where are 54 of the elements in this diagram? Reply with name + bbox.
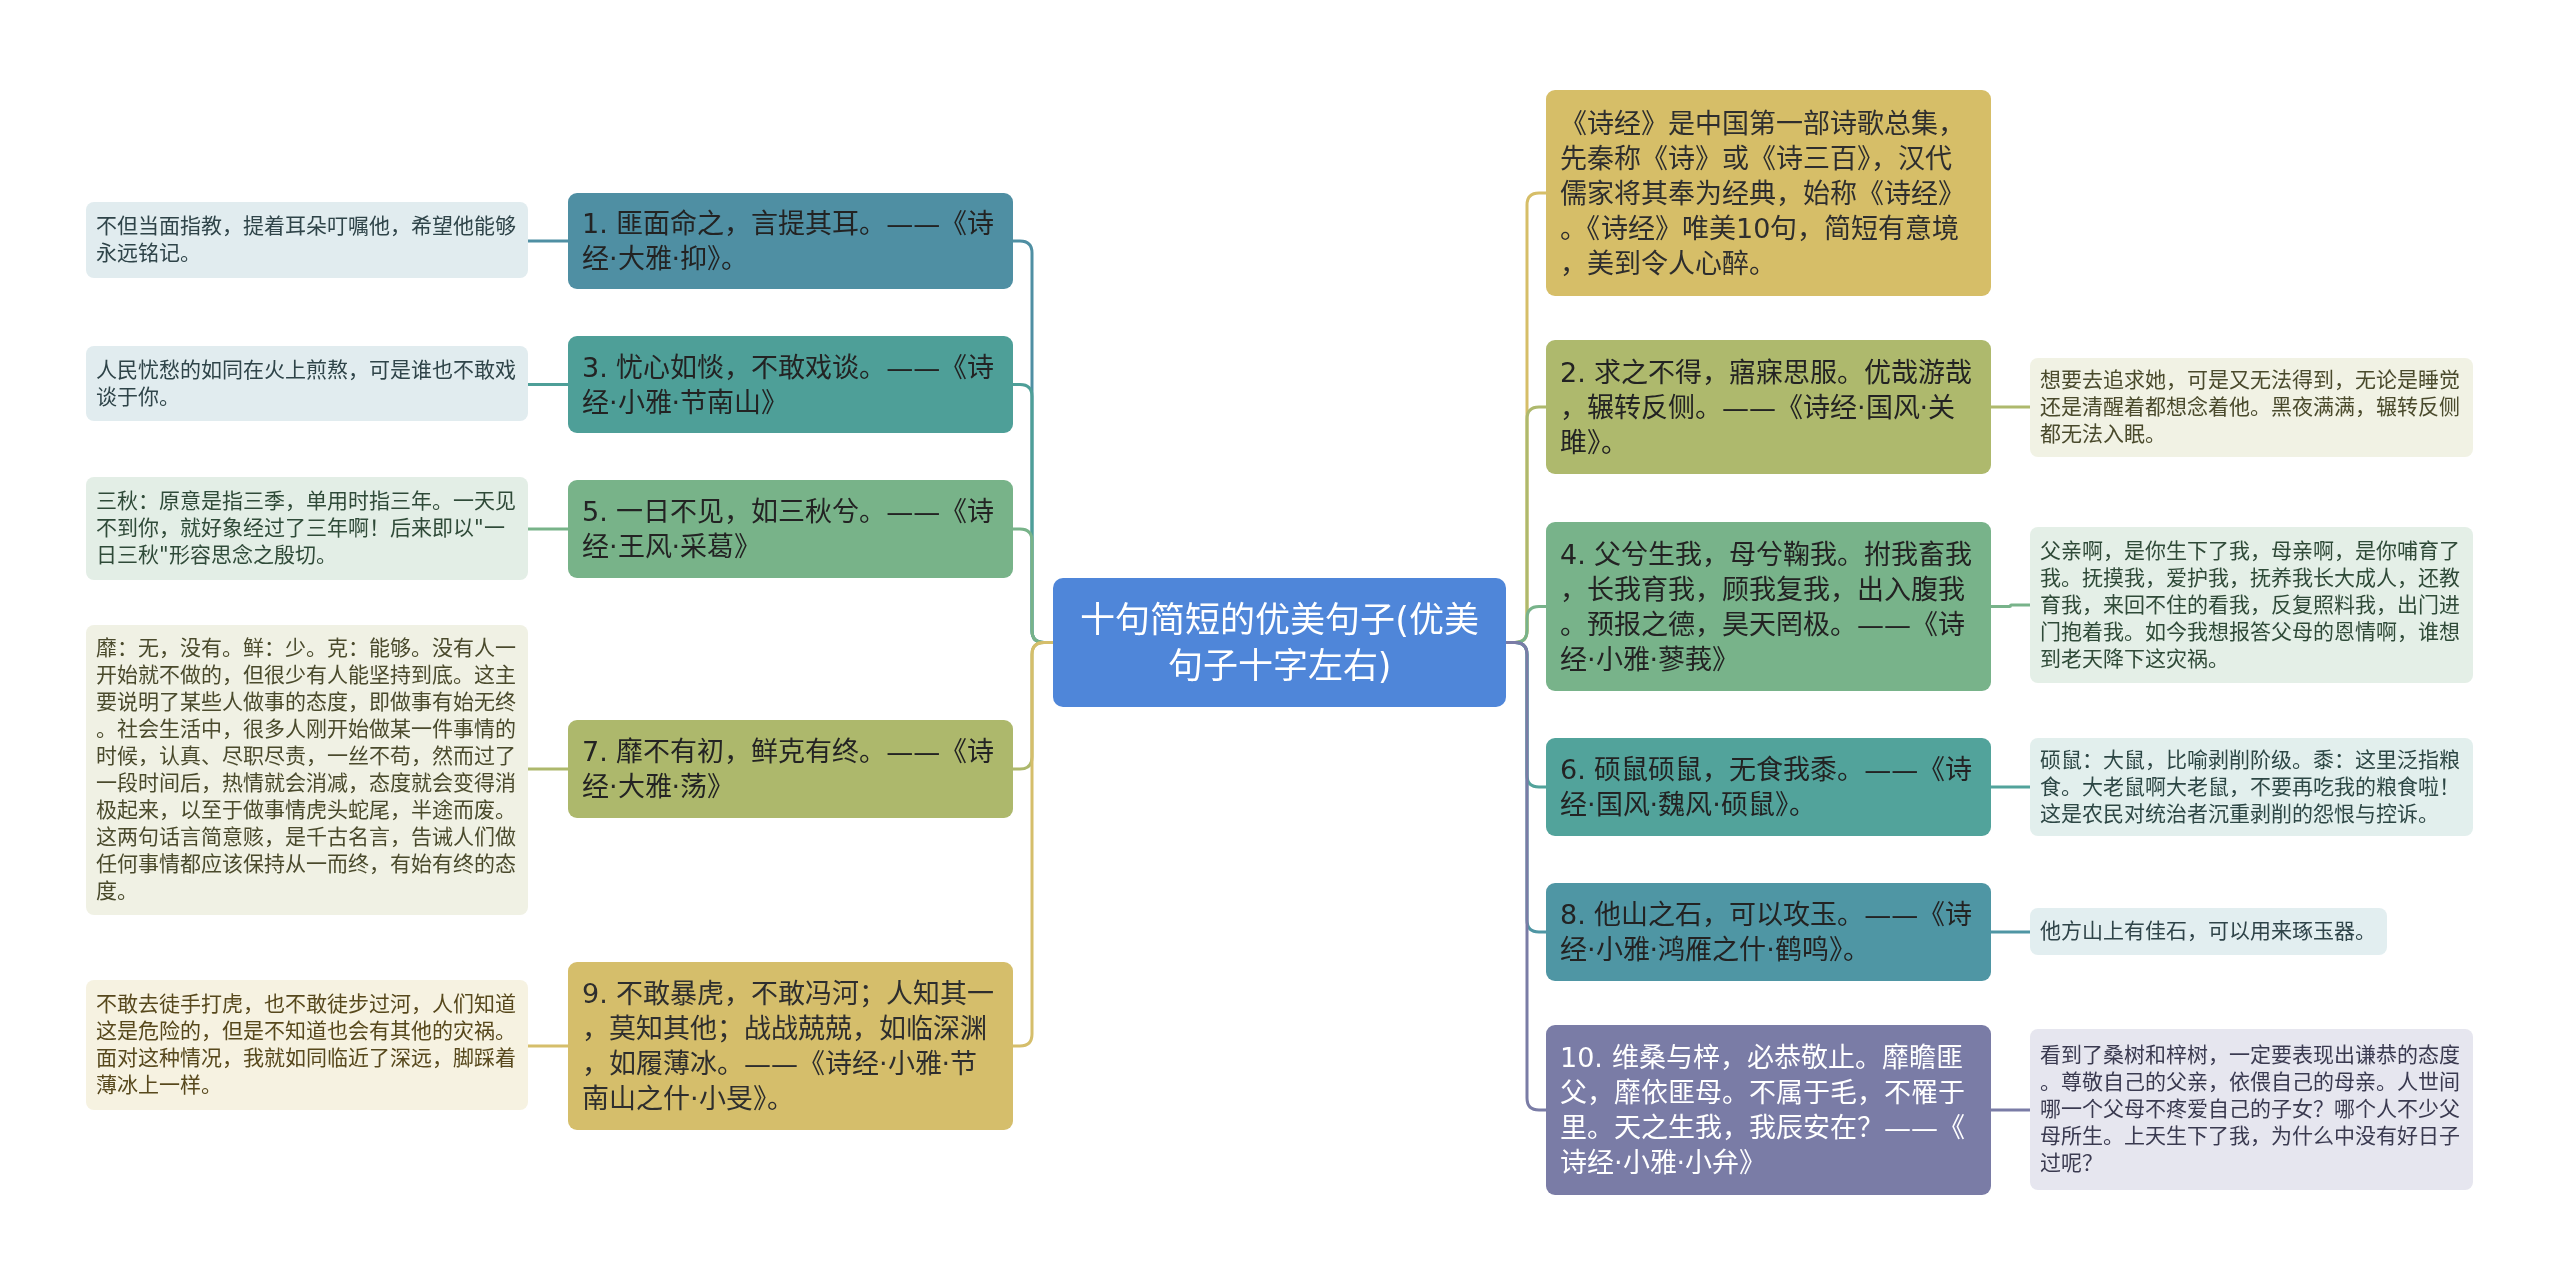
quote-text: 4. 父兮生我，母兮鞠我。拊我畜我，长我育我，顾我复我，出入腹我。预报之德，昊天罔极。——《诗经·小雅·蓼莪》 xyxy=(1560,537,1974,677)
quote-card xyxy=(568,720,1013,818)
topic-card xyxy=(1053,578,1506,707)
connector-line xyxy=(1991,603,2030,608)
connector-line xyxy=(528,383,568,386)
note-card xyxy=(86,346,528,421)
connector-line xyxy=(528,527,568,531)
note-text: 靡：无，没有。鲜：少。克：能够。没有人一开始就不做的，但很少有人能坚持到底。这主要说明了某些人做事的态度，即做事有始无终。社会生活中，很多人刚开始做某一件事情的时候，认真、尽职尽责，一丝不苟，然而过了一段时间后，热情就会消减，态度就会变得消极起来，以至于做事情虎头蛇尾，半途而废。这两句话言简意赅，是千古名言，告诫人们做任何事情都应该保持从一而终，有始有终的态度。 xyxy=(96,635,517,905)
quote-card xyxy=(1546,883,1991,981)
quote-card xyxy=(1546,738,1991,836)
connector-line xyxy=(528,1044,568,1048)
quote-card xyxy=(1546,1025,1991,1195)
quote-card xyxy=(568,193,1013,289)
note-text: 想要去追求她，可是又无法得到，无论是睡觉还是清醒着都想念着他。黑夜满满，辗转反侧都无法入眠。 xyxy=(2040,367,2461,448)
quote-text: 9. 不敢暴虎，不敢冯河；人知其一，莫知其他；战战兢兢，如临深渊，如履薄冰。——《诗经·小雅·节南山之什·小旻》。 xyxy=(582,977,996,1116)
connector-line xyxy=(528,239,568,243)
note-text: 人民忧愁的如同在火上煎熬，可是谁也不敢戏谈于你。 xyxy=(96,356,517,411)
note-card xyxy=(86,980,528,1110)
note-text: 看到了桑树和梓树，一定要表现出谦恭的态度。尊敬自己的父亲，依偎自己的母亲。人世间哪一个父母不疼爱自己的子女？哪个人不少父母所生。上天生下了我，为什么中没有好日子过呢？ xyxy=(2040,1042,2461,1177)
note-card xyxy=(2030,1029,2473,1190)
note-card xyxy=(86,477,528,580)
connector-line xyxy=(1506,641,1546,1112)
quote-card xyxy=(568,962,1013,1130)
note-card xyxy=(2030,908,2387,955)
connector-line xyxy=(1991,405,2030,409)
note-card xyxy=(2030,527,2473,683)
connector-line xyxy=(1991,930,2030,934)
quote-card xyxy=(1546,340,1991,474)
quote-text: 6. 硕鼠硕鼠，无食我黍。——《诗经·国风·魏风·硕鼠》。 xyxy=(1560,753,1974,822)
note-text: 父亲啊，是你生下了我，母亲啊，是你哺育了我。抚摸我，爱护我，抚养我长大成人，还教育我，来回不住的看我，反复照料我，出门进门抱着我。如今我想报答父母的恩情啊，谁想到老天降下这灾祸。 xyxy=(2040,537,2461,673)
connector-line xyxy=(1991,785,2030,789)
note-card xyxy=(86,202,528,278)
quote-text: 8. 他山之石，可以攻玉。——《诗经·小雅·鸿雁之什·鹤鸣》。 xyxy=(1560,898,1974,967)
topic-text: 十句简短的优美句子(优美句子十字左右) xyxy=(1079,598,1480,688)
note-text: 不敢去徒手打虎，也不敢徒步过河，人们知道这是危险的，但是不知道也会有其他的灾祸。面对这种情况，我就如同临近了深远，脚踩着薄冰上一样。 xyxy=(96,991,517,1099)
note-card xyxy=(2030,358,2473,457)
quote-card xyxy=(1546,522,1991,691)
connector-line xyxy=(528,767,568,771)
note-text: 不但当面指教，提着耳朵叮嘱他，希望他能够永远铭记。 xyxy=(96,213,517,267)
quote-text: 7. 靡不有初，鲜克有终。——《诗经·大雅·荡》 xyxy=(582,735,996,804)
quote-text: 2. 求之不得，寤寐思服。优哉游哉，辗转反侧。——《诗经·国风·关雎》。 xyxy=(1560,355,1974,460)
quote-text: 5. 一日不见，如三秋兮。——《诗经·王风·采葛》 xyxy=(582,495,996,564)
connector-line xyxy=(1991,1108,2030,1112)
quote-card xyxy=(568,480,1013,578)
note-card xyxy=(2030,738,2473,836)
quote-card xyxy=(568,336,1013,433)
quote-text: 3. 忧心如惔，不敢戏谈。——《诗经·小雅·节南山》 xyxy=(582,350,996,420)
note-text: 三秋：原意是指三季，单用时指三年。一天见不到你，就好象经过了三年啊！后来即以"一日三秋"形容思念之殷切。 xyxy=(96,488,517,569)
note-text: 硕鼠：大鼠，比喻剥削阶级。黍：这里泛指粮食。大老鼠啊大老鼠，不要再吃我的粮食啦！这是农民对统治者沉重剥削的怨恨与控诉。 xyxy=(2040,746,2461,828)
quote-text: 1. 匪面命之，言提其耳。——《诗经·大雅·抑》。 xyxy=(582,207,996,276)
quote-text: 10. 维桑与梓，必恭敬止。靡瞻匪父，靡依匪母。不属于毛，不罹于里。天之生我，我辰安在？——《诗经·小雅·小弁》 xyxy=(1560,1041,1966,1180)
quote-card xyxy=(1546,90,1991,296)
note-text: 他方山上有佳石，可以用来琢玉器。 xyxy=(2040,918,2377,945)
quote-text: 《诗经》是中国第一部诗歌总集，先秦称《诗》或《诗三百》，汉代儒家将其奉为经典，始称《诗经》。《诗经》唯美10句，简短有意境，美到令人心醉。 xyxy=(1560,106,1966,281)
